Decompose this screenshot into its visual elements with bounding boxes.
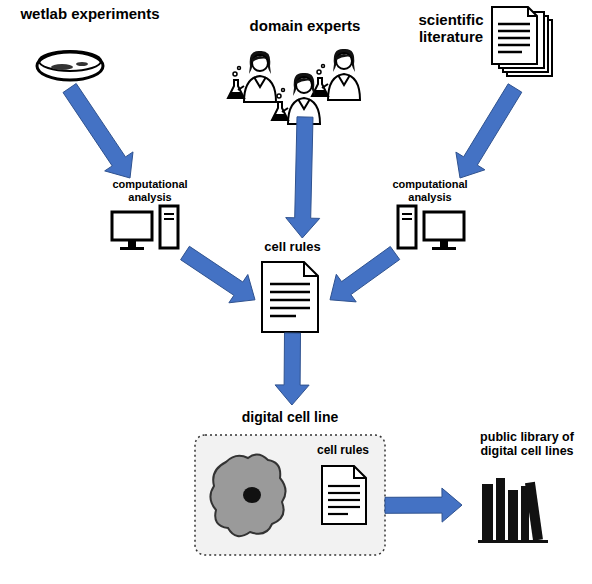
node-label: digital cell line — [195, 409, 385, 425]
cell-illustration — [210, 454, 285, 536]
document-icon — [262, 262, 318, 332]
block-arrow — [275, 333, 309, 405]
block-arrow — [330, 247, 400, 302]
block-arrow — [385, 488, 462, 522]
document-icon — [322, 466, 366, 524]
node-label: computational analysis — [100, 178, 200, 203]
computer-icon — [112, 206, 178, 250]
block-arrow — [456, 84, 522, 178]
icon-node: scientific literature — [410, 3, 560, 88]
icon-node: public library of digital cell lines — [462, 428, 592, 543]
petri-dish — [37, 51, 103, 80]
icon-node: digital cell line cell rules — [195, 405, 385, 557]
block-arrow — [286, 117, 320, 238]
node-label: cell rules — [255, 240, 330, 255]
icon-node: computational analysis — [100, 178, 200, 253]
literature-icon — [492, 7, 552, 76]
node-label: cell rules — [312, 444, 374, 458]
dotted-frame — [195, 435, 385, 555]
icon-node: domain experts — [225, 5, 385, 117]
icon-node: wetlab experiments — [5, 3, 175, 88]
icon-node: computational analysis — [380, 178, 480, 253]
icon-node: cell rules — [312, 442, 374, 526]
block-arrow — [181, 246, 255, 302]
icon-node: cell rules — [255, 238, 330, 333]
node-label: public library of digital cell lines — [462, 430, 592, 459]
node-label: domain experts — [225, 17, 385, 34]
books-icon — [478, 478, 548, 543]
node-label: wetlab experiments — [5, 5, 175, 22]
computer-icon — [398, 206, 464, 250]
scientists-icon — [228, 49, 360, 124]
block-arrow — [63, 84, 133, 179]
node-label: computational analysis — [380, 178, 480, 203]
node-label: scientific literature — [410, 11, 492, 46]
